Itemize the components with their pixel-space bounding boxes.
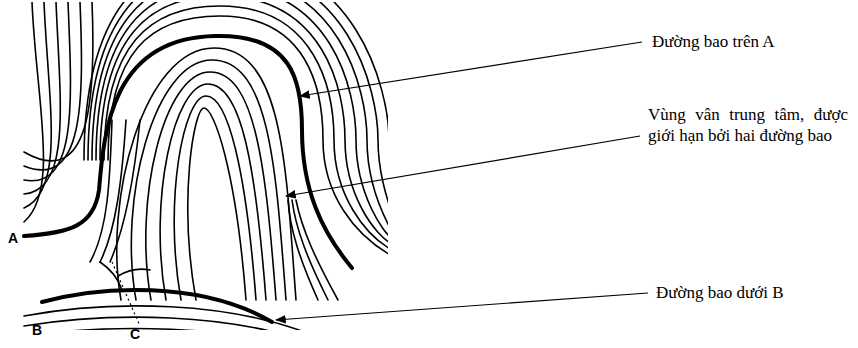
callout-label: Đường bao trên A [652, 31, 775, 52]
delta-letter: C [130, 324, 140, 345]
callout-label: Đường bao dưới B [656, 282, 784, 303]
callout-label: Vùng vân trung tâm, được giới hạn bởi ha… [648, 104, 848, 146]
boundary-letter: A [8, 228, 18, 249]
ridge-line [24, 317, 320, 330]
ridge-line [146, 72, 276, 300]
ridge-line [292, 200, 328, 300]
ridge-line [110, 120, 140, 262]
leader-arrow [276, 293, 648, 320]
ridge-line [24, 329, 320, 330]
ridge-line [131, 60, 286, 300]
delta-pointer [112, 262, 140, 326]
ridge-line [24, 2, 70, 181]
ridge-line [174, 96, 256, 300]
boundary-letter: B [32, 320, 42, 341]
ridge-line [188, 108, 246, 300]
ridge-line [24, 2, 60, 194]
ridge-line [117, 48, 296, 300]
ridge-line [24, 2, 81, 170]
delta-ridge [118, 269, 150, 276]
lower-boundary-b [42, 290, 272, 322]
ridge-line [24, 2, 93, 161]
leader-arrow [286, 136, 640, 196]
upper-boundary-a [24, 36, 352, 268]
ridge-line [24, 2, 44, 222]
leader-arrow [300, 42, 642, 96]
